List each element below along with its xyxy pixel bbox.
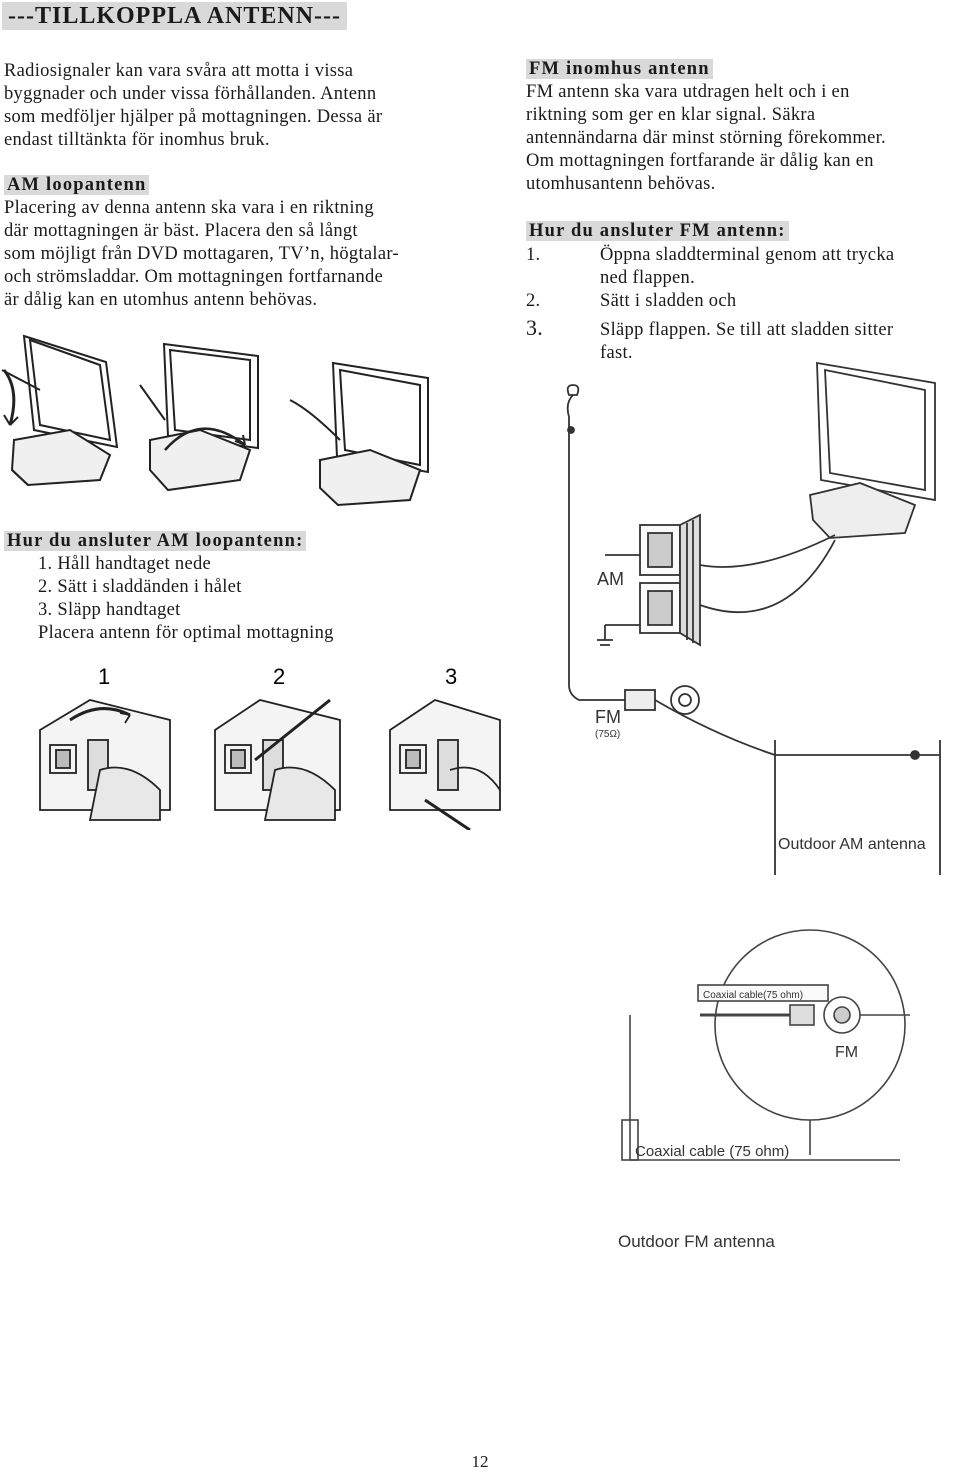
fm-step: fast.: [600, 343, 633, 363]
figure-number: 1: [98, 664, 110, 689]
page-title: ---TILLKOPPLA ANTENN---: [2, 2, 348, 30]
am-connection-steps-illustration: 1 2 3: [39, 664, 501, 830]
am-loop-line: Placering av denna antenn ska vara i en …: [4, 198, 374, 218]
figure-number: 3: [445, 664, 457, 689]
coax-small-label: Coaxial cable(75 ohm): [703, 990, 803, 1001]
figure-number: 2: [273, 664, 285, 689]
fm-indoor-line: FM antenn ska vara utdragen helt och i e…: [526, 82, 850, 102]
am-loop-line: är dålig kan en utomhus antenn behövas.: [4, 290, 318, 310]
intro-line: endast tilltänkta för inomhus bruk.: [4, 130, 270, 150]
outdoor-fm-caption: Outdoor FM antenna: [618, 1232, 775, 1251]
fm-terminal-label: FM: [595, 707, 621, 727]
am-loop-heading: AM loopantenn: [4, 175, 150, 195]
intro-line: som medföljer hjälper på mottagningen. D…: [4, 107, 383, 127]
am-connect-note: Placera antenn för optimal mottagning: [38, 623, 334, 643]
am-loop-line: som möjligt från DVD mottagaren, TV’n, h…: [4, 244, 399, 264]
am-connect-heading: Hur du ansluter AM loopantenn:: [4, 531, 307, 551]
fm-plug-label: FM: [835, 1044, 858, 1061]
am-terminal-label: AM: [597, 569, 624, 589]
am-loop-line: och strömsladdar. Om mottagningen fortfa…: [4, 267, 384, 287]
fm-indoor-heading: FM inomhus antenn: [526, 59, 713, 79]
am-connect-section: Hur du ansluter AM loopantenn: 1. Håll h…: [4, 530, 474, 645]
am-loop-section: AM loopantenn Placering av denna antenn …: [4, 174, 464, 312]
fm-step: 3.Släpp flappen. Se till att sladden sit…: [526, 315, 894, 340]
am-loop-line: där mottagningen är bäst. Placera den så…: [4, 221, 358, 241]
intro-line: Radiosignaler kan vara svåra att motta i…: [4, 61, 354, 81]
intro-line: byggnader och under vissa förhållanden. …: [4, 84, 377, 104]
fm-indoor-line: Om mottagningen fortfarande är dålig kan…: [526, 151, 874, 171]
outdoor-fm-antenna-diagram: Coaxial cable(75 ohm) FM Coaxial cable (…: [621, 929, 910, 1161]
fm-indoor-line: utomhusantenn behövas.: [526, 174, 716, 194]
fm-step: 1.Öppna sladdterminal genom att trycka: [526, 245, 895, 265]
am-step: 2. Sätt i sladdänden i hålet: [38, 577, 242, 597]
intro-paragraph: Radiosignaler kan vara svåra att motta i…: [4, 60, 454, 152]
outdoor-am-caption: Outdoor AM antenna: [778, 836, 926, 853]
fm-step: 2.Sätt i sladden och: [526, 291, 737, 311]
am-step: 3. Släpp handtaget: [38, 600, 181, 620]
coax-large-label: Coaxial cable (75 ohm): [635, 1143, 789, 1160]
fm-indoor-line: riktning som ger en klar signal. Säkra: [526, 105, 816, 125]
page-number: 12: [471, 1452, 489, 1471]
fm-indoor-section: FM inomhus antenn FM antenn ska vara utd…: [526, 58, 956, 196]
am-loop-assembly-illustration: [1, 334, 429, 507]
antenna-connection-diagram: AM FM (75Ω): [566, 361, 941, 875]
am-step: 1. Håll handtaget nede: [38, 554, 212, 574]
fm-ohm-label: (75Ω): [595, 729, 620, 740]
fm-indoor-line: antennändarna där minst störning förekom…: [526, 128, 886, 148]
fm-connect-heading: Hur du ansluter FM antenn:: [526, 221, 789, 241]
fm-connect-section: Hur du ansluter FM antenn: 1.Öppna sladd…: [526, 220, 956, 365]
fm-step: ned flappen.: [600, 268, 696, 288]
